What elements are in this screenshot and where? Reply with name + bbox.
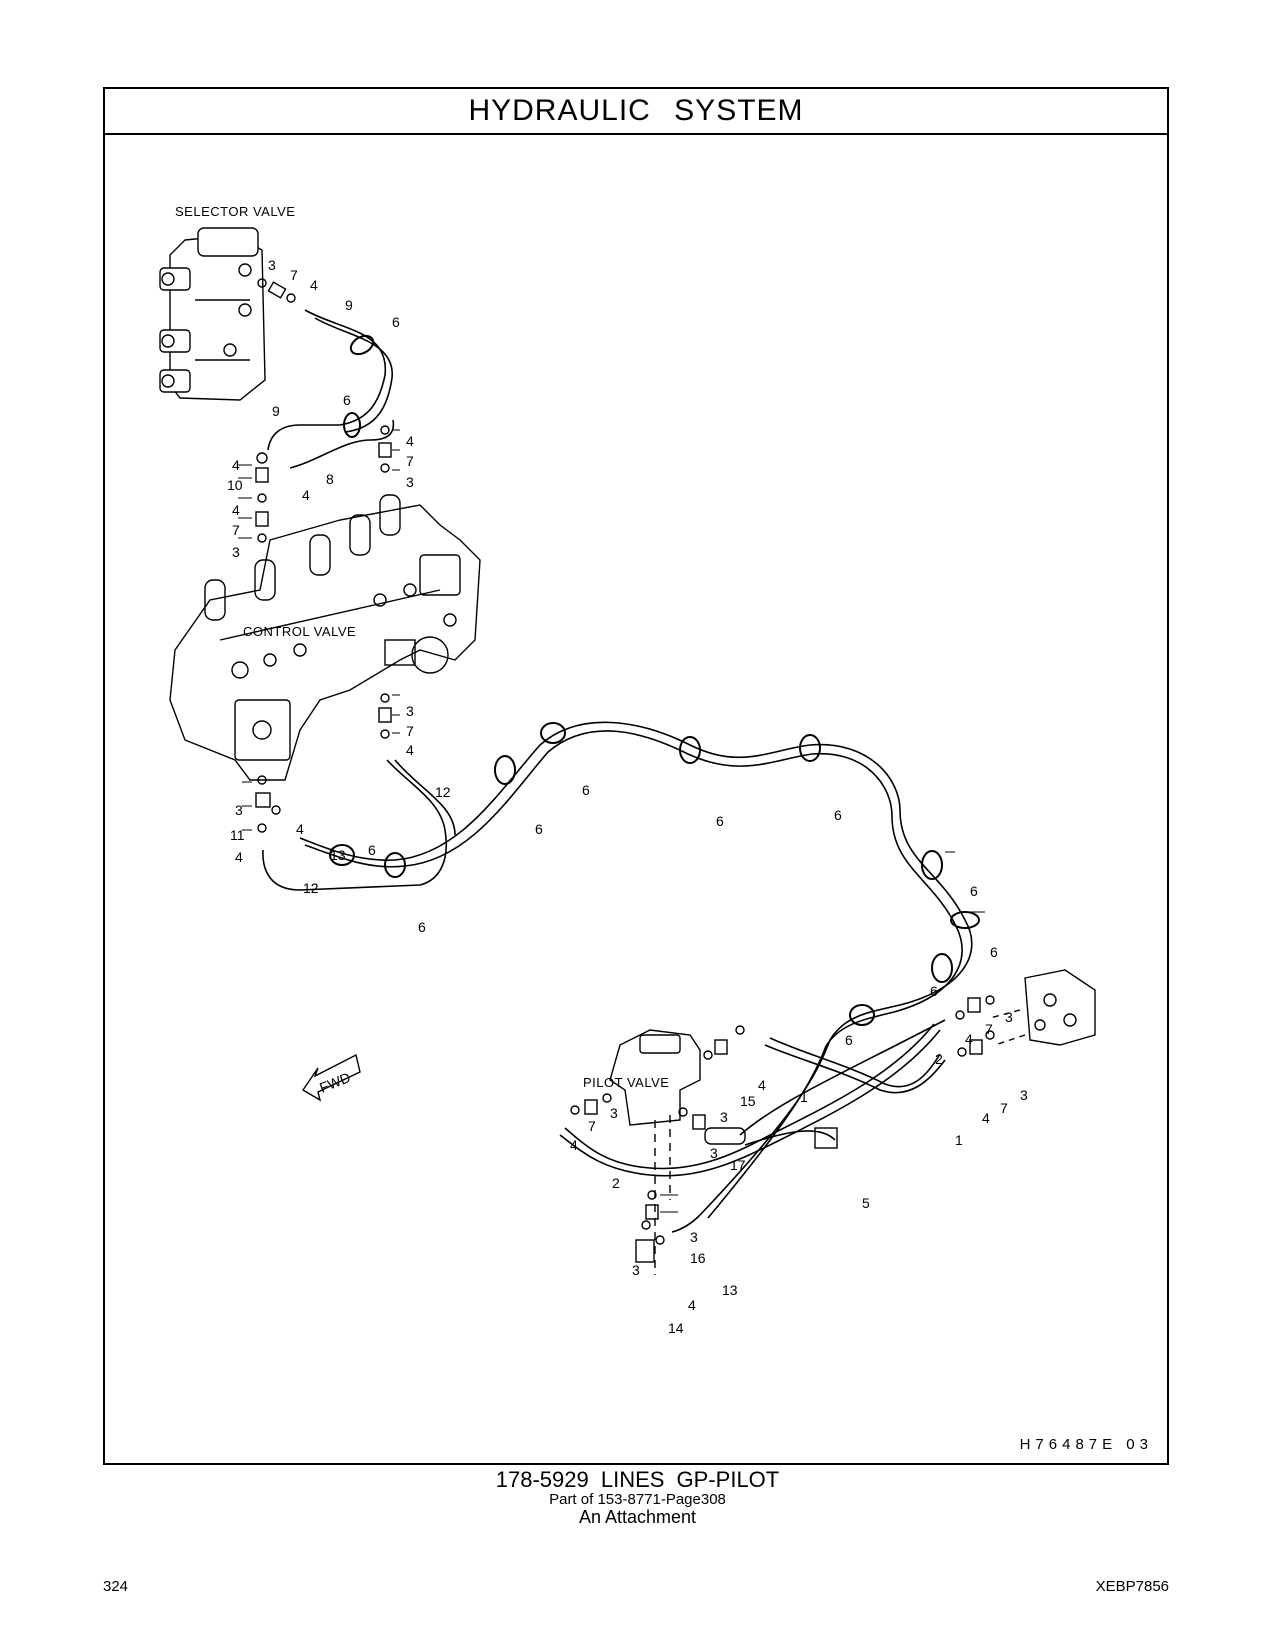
caption-title: 178-5929 LINES GP-PILOT bbox=[495, 1467, 780, 1492]
callout-4: 4 bbox=[232, 502, 240, 518]
callout-6: 6 bbox=[716, 813, 724, 829]
callout-7: 7 bbox=[232, 522, 240, 538]
callout-16: 16 bbox=[690, 1250, 706, 1266]
callout-6: 6 bbox=[418, 919, 426, 935]
selector-valve bbox=[159, 227, 266, 401]
callout-6: 6 bbox=[970, 883, 978, 899]
fwd-arrow bbox=[302, 1053, 361, 1102]
callout-7: 7 bbox=[985, 1021, 993, 1037]
callout-15: 15 bbox=[740, 1093, 756, 1109]
callout-4: 4 bbox=[406, 433, 414, 449]
callout-17: 17 bbox=[730, 1157, 746, 1173]
callout-2: 2 bbox=[612, 1175, 620, 1191]
callout-7: 7 bbox=[1000, 1100, 1008, 1116]
pilot-valve-label: PILOT VALVE bbox=[583, 1075, 669, 1090]
callout-4: 4 bbox=[965, 1031, 973, 1047]
callout-13: 13 bbox=[330, 847, 346, 863]
callout-13: 13 bbox=[722, 1282, 738, 1298]
callout-12: 12 bbox=[303, 880, 319, 896]
callout-3: 3 bbox=[268, 257, 276, 273]
caption-part-of: Part of 153-8771-Page308 bbox=[549, 1491, 726, 1508]
fittings bbox=[255, 278, 995, 1263]
callout-6: 6 bbox=[930, 983, 938, 999]
callout-4: 4 bbox=[406, 742, 414, 758]
callout-6: 6 bbox=[343, 392, 351, 408]
diagram-frame: HYDRAULIC SYSTEM H76487E 03 bbox=[103, 87, 1169, 1465]
callout-4: 4 bbox=[296, 821, 304, 837]
selector-valve-label: SELECTOR VALVE bbox=[175, 204, 295, 219]
callout-3: 3 bbox=[632, 1262, 640, 1278]
callout-6: 6 bbox=[990, 944, 998, 960]
callout-14: 14 bbox=[668, 1320, 684, 1336]
callout-4: 4 bbox=[232, 457, 240, 473]
callout-3: 3 bbox=[720, 1109, 728, 1125]
hose-lines bbox=[262, 309, 973, 1233]
callout-4: 4 bbox=[688, 1297, 696, 1313]
clamps bbox=[329, 334, 980, 1026]
callout-4: 4 bbox=[235, 849, 243, 865]
callout-3: 3 bbox=[406, 474, 414, 490]
callout-3: 3 bbox=[690, 1229, 698, 1245]
document-code: XEBP7856 bbox=[1095, 1578, 1169, 1595]
callout-6: 6 bbox=[368, 842, 376, 858]
callouts: 3 7 4 9 6 6 9 4 10 4 7 3 8 4 4 7 3 3 7 4… bbox=[227, 257, 1028, 1336]
callout-12: 12 bbox=[435, 784, 451, 800]
page-number: 324 bbox=[103, 1578, 129, 1595]
callout-9: 9 bbox=[345, 297, 353, 313]
callout-1: 1 bbox=[955, 1132, 963, 1148]
callout-3: 3 bbox=[235, 802, 243, 818]
callout-3: 3 bbox=[1005, 1009, 1013, 1025]
callout-4: 4 bbox=[302, 487, 310, 503]
callout-3: 3 bbox=[710, 1145, 718, 1161]
pilot-valve bbox=[609, 1029, 701, 1275]
caption-attachment: An Attachment bbox=[578, 1507, 697, 1527]
callout-11: 11 bbox=[230, 827, 245, 843]
callout-4: 4 bbox=[570, 1137, 578, 1153]
callout-10: 10 bbox=[227, 477, 243, 493]
callout-4: 4 bbox=[982, 1110, 990, 1126]
callout-7: 7 bbox=[406, 723, 414, 739]
callout-1: 1 bbox=[800, 1089, 808, 1105]
callout-6: 6 bbox=[392, 314, 400, 330]
callout-6: 6 bbox=[535, 821, 543, 837]
callout-4: 4 bbox=[758, 1077, 766, 1093]
hydraulic-diagram: SELECTOR VALVE CONTROL VALVE PILOT VALVE… bbox=[159, 204, 1096, 1336]
callout-3: 3 bbox=[406, 703, 414, 719]
callout-6: 6 bbox=[834, 807, 842, 823]
callout-5: 5 bbox=[862, 1195, 870, 1211]
right-valve-block bbox=[989, 969, 1096, 1046]
callout-3: 3 bbox=[610, 1105, 618, 1121]
callout-3: 3 bbox=[1020, 1087, 1028, 1103]
drawing-code: H76487E 03 bbox=[1019, 1436, 1153, 1453]
callout-8: 8 bbox=[326, 471, 334, 487]
callout-6: 6 bbox=[845, 1032, 853, 1048]
control-valve-label: CONTROL VALVE bbox=[243, 624, 356, 639]
callout-2: 2 bbox=[935, 1051, 943, 1067]
callout-6: 6 bbox=[582, 782, 590, 798]
callout-7: 7 bbox=[588, 1118, 596, 1134]
title-bar: HYDRAULIC SYSTEM bbox=[105, 89, 1167, 135]
page-title: HYDRAULIC SYSTEM bbox=[468, 94, 804, 127]
control-valve bbox=[169, 494, 481, 781]
callout-7: 7 bbox=[406, 453, 414, 469]
fwd-label: FWD bbox=[317, 1069, 353, 1096]
callout-7: 7 bbox=[290, 267, 298, 283]
callout-9: 9 bbox=[272, 403, 280, 419]
figure-caption: 178-5929 LINES GP-PILOT Part of 153-8771… bbox=[0, 1467, 1275, 1527]
callout-3: 3 bbox=[232, 544, 240, 560]
leader-lines bbox=[238, 429, 985, 1213]
callout-4: 4 bbox=[310, 277, 318, 293]
